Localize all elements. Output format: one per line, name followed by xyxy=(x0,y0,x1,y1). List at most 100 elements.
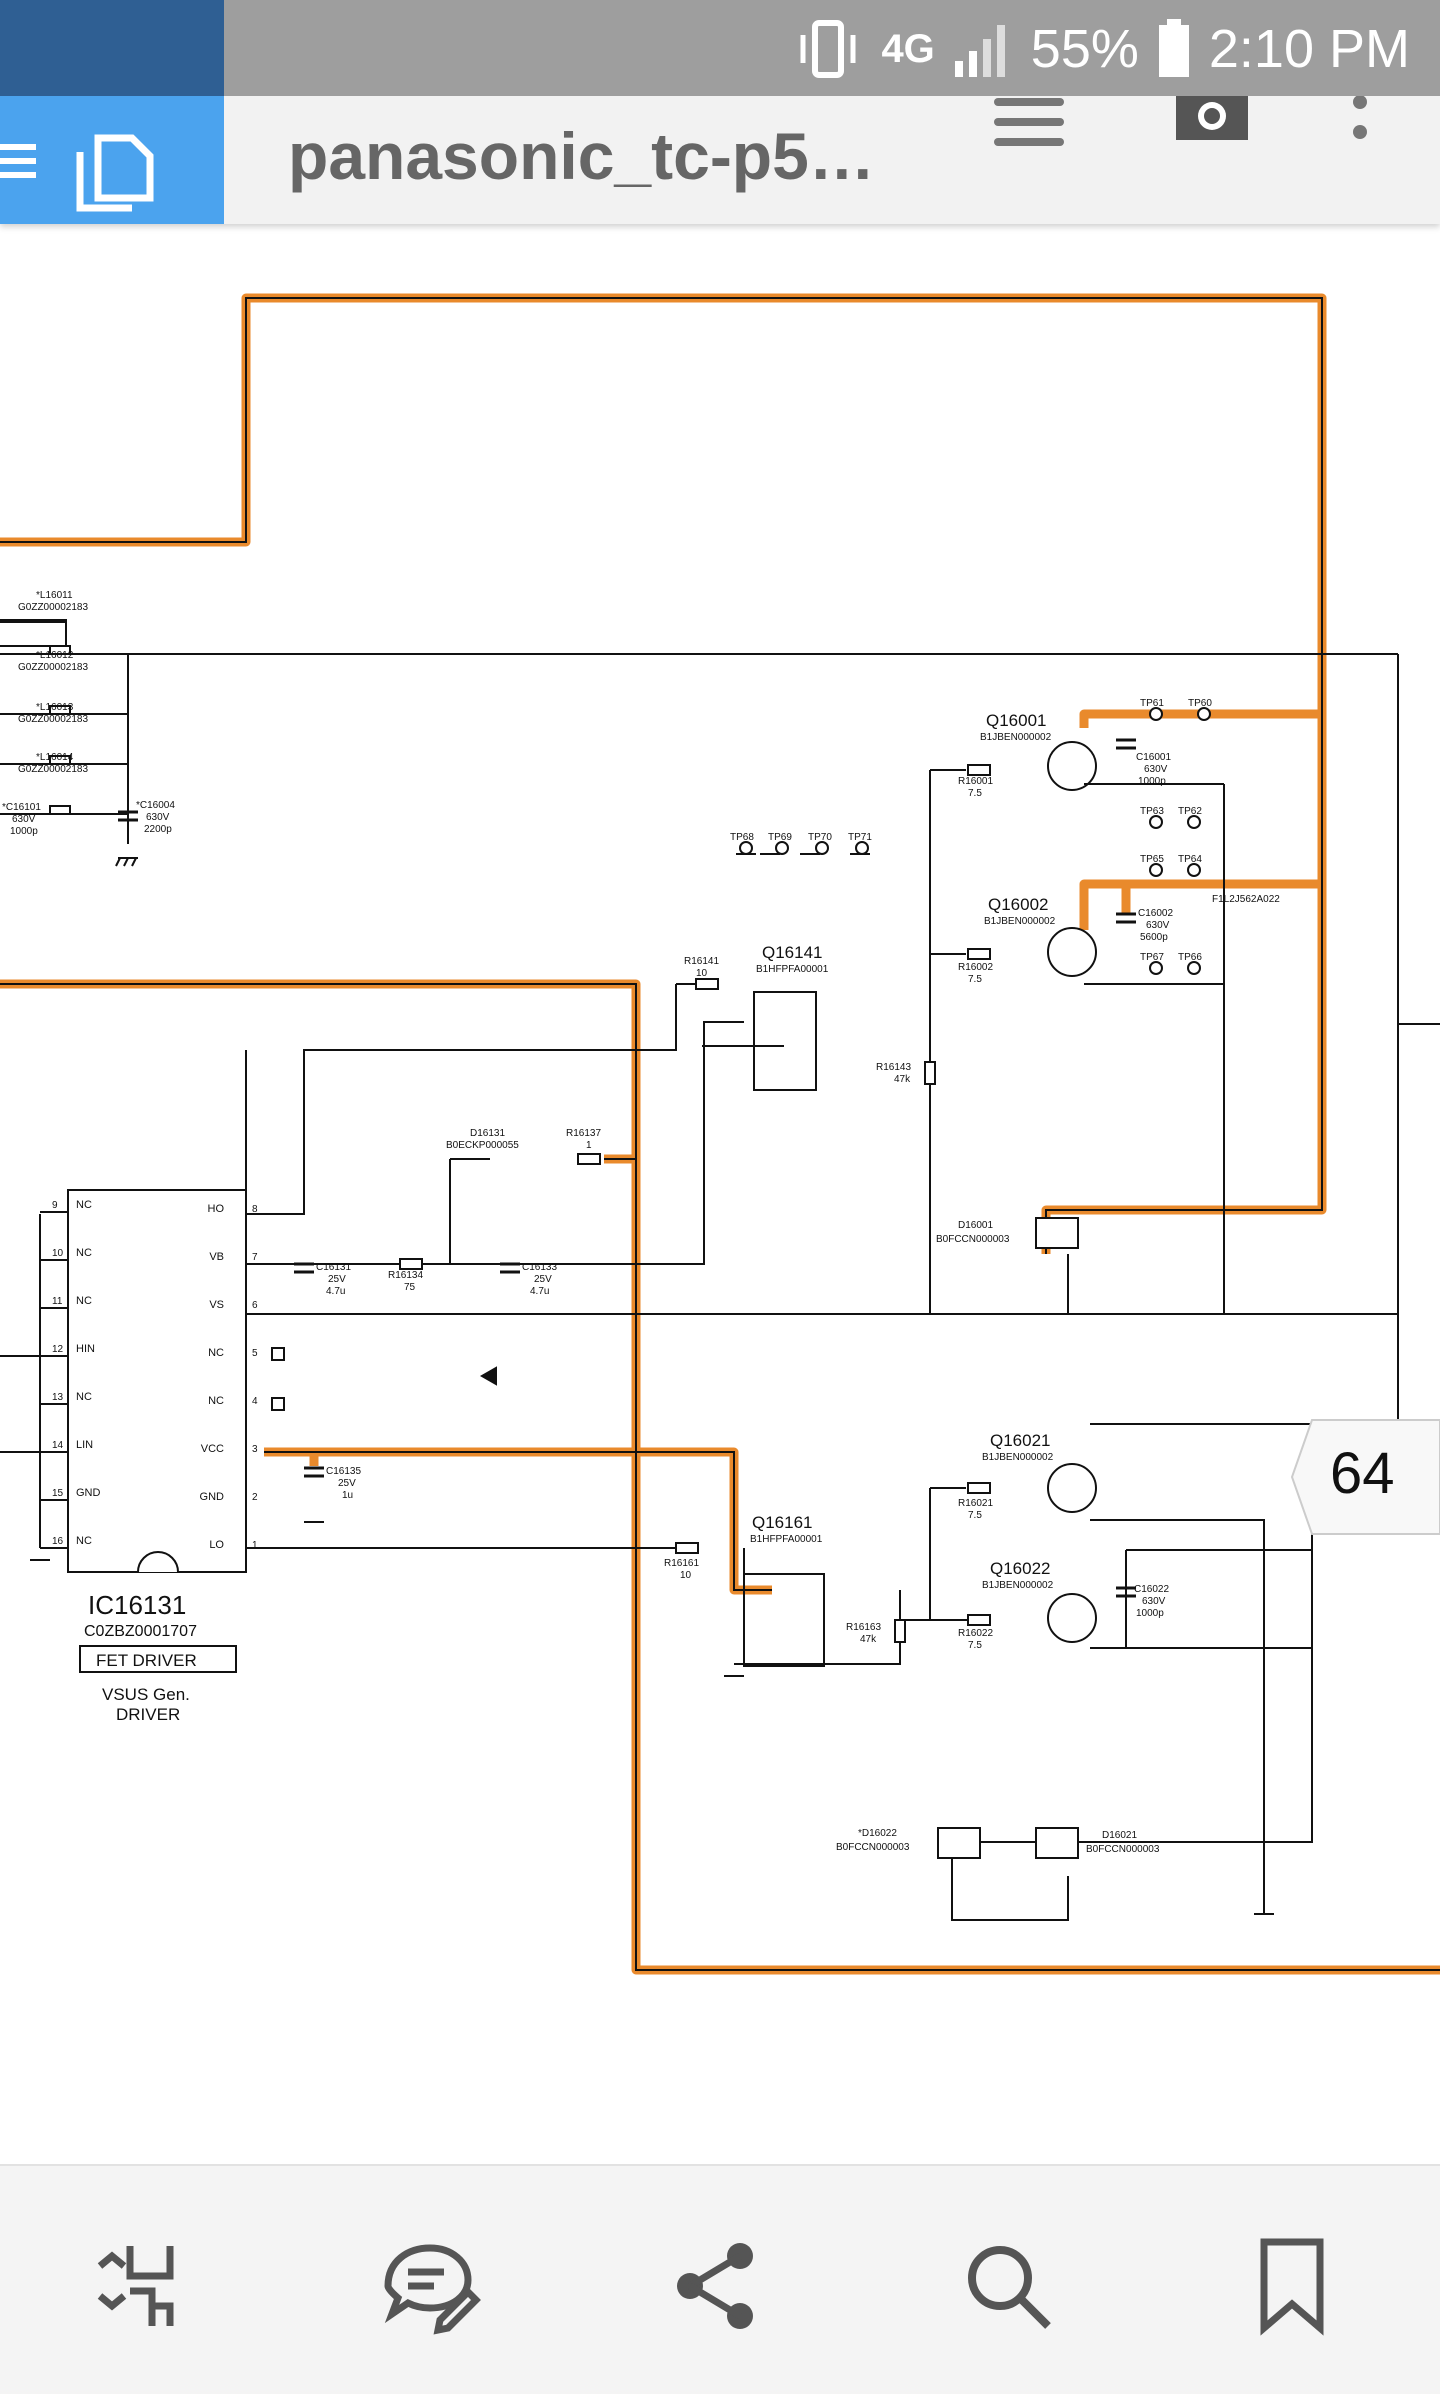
r16021-value: 7.5 xyxy=(968,1510,982,1521)
d16022-part: B0FCCN000003 xyxy=(836,1842,910,1853)
share-button[interactable] xyxy=(656,2226,776,2346)
fuse-part: F1L2J562A022 xyxy=(1212,894,1280,905)
tp66-label: TP66 xyxy=(1178,952,1202,963)
d16021-part: B0FCCN000003 xyxy=(1086,1844,1160,1855)
d16001-part: B0FCCN000003 xyxy=(936,1234,1010,1245)
tp71-label: TP71 xyxy=(848,832,872,843)
camera-icon[interactable] xyxy=(1176,96,1248,140)
diode-symbols xyxy=(479,1217,1079,1859)
c16004-voltage: 630V xyxy=(146,812,170,823)
ic-left-pin-name: LIN xyxy=(76,1439,93,1451)
inductor-l16013-ref: *L16013 xyxy=(36,702,74,713)
page-badge-shape xyxy=(1290,1419,1440,1535)
q16002-ref: Q16002 xyxy=(988,895,1049,914)
r16021-ref: R16021 xyxy=(958,1498,993,1509)
c16101-ref: *C16101 xyxy=(2,802,41,813)
inductor-l16014-ref: *L16014 xyxy=(36,752,74,763)
overflow-menu-icon[interactable] xyxy=(1350,96,1370,156)
vibrate-icon xyxy=(800,20,856,78)
tp68-label: TP68 xyxy=(730,832,754,843)
ic-right-pin-name: VS xyxy=(209,1299,224,1311)
page-number: 64 xyxy=(1330,1441,1395,1506)
c16001-ref: C16001 xyxy=(1136,752,1171,763)
d16021-ref: D16021 xyxy=(1102,1830,1137,1841)
ic-function: FET DRIVER xyxy=(96,1651,197,1670)
bookmark-button[interactable] xyxy=(1232,2226,1352,2346)
ic-left-pin-name: NC xyxy=(76,1199,92,1211)
tp70-label: TP70 xyxy=(808,832,832,843)
clock: 2:10 PM xyxy=(1208,19,1410,79)
capacitor-symbols xyxy=(118,738,1136,1598)
app-bar: panasonic_tc-p5… xyxy=(0,96,1440,224)
r16163-ref: R16163 xyxy=(846,1622,881,1633)
ic-left-pin-number: 16 xyxy=(52,1536,64,1547)
c16101-value: 1000p xyxy=(10,826,38,837)
r16137-value: 1 xyxy=(586,1140,592,1151)
r16161-ref: R16161 xyxy=(664,1558,699,1569)
ic-left-pin-number: 9 xyxy=(52,1200,58,1211)
q16161-part: B1HFPFA00001 xyxy=(750,1534,823,1545)
ic-left-pin-name: NC xyxy=(76,1295,92,1307)
ic-left-pin-name: NC xyxy=(76,1535,92,1547)
ic-left-pin-name: NC xyxy=(76,1247,92,1259)
ic-right-pin-name: NC xyxy=(208,1395,224,1407)
ic-right-pin-number: 6 xyxy=(252,1300,258,1311)
inductor-l16012-ref: *L16012 xyxy=(36,650,74,661)
q16022-part: B1JBEN000002 xyxy=(982,1580,1054,1591)
c16002-voltage: 630V xyxy=(1146,920,1170,931)
c16001-voltage: 630V xyxy=(1144,764,1168,775)
c16131-value: 4.7u xyxy=(326,1286,345,1297)
r16001-value: 7.5 xyxy=(968,788,982,799)
d16131-part: B0ECKP000055 xyxy=(446,1140,519,1151)
inductor-l16011-part: G0ZZ00002183 xyxy=(18,602,88,613)
c16001-value: 1000p xyxy=(1138,776,1166,787)
pages-icon[interactable] xyxy=(72,132,158,212)
signal-icon xyxy=(954,25,1005,77)
list-view-icon[interactable] xyxy=(990,96,1070,156)
document-title: panasonic_tc-p5… xyxy=(288,119,875,193)
r16134-value: 75 xyxy=(404,1282,416,1293)
schematic-labels: *L16011 G0ZZ00002183 *L16012 G0ZZ0000218… xyxy=(2,590,1280,1855)
c16131-ref: C16131 xyxy=(316,1262,351,1273)
c16135-value: 1u xyxy=(342,1490,353,1501)
c16004-ref: *C16004 xyxy=(136,800,175,811)
test-points xyxy=(739,707,1211,975)
tp64-label: TP64 xyxy=(1178,854,1202,865)
q16141-ref: Q16141 xyxy=(762,943,823,962)
r16143-ref: R16143 xyxy=(876,1062,911,1073)
ic-desc-line2: DRIVER xyxy=(116,1705,180,1724)
ic-left-pin-name: NC xyxy=(76,1391,92,1403)
ic-right-pin-name: LO xyxy=(209,1539,224,1551)
ic-left-pin-number: 13 xyxy=(52,1392,64,1403)
r16022-ref: R16022 xyxy=(958,1628,993,1639)
ic-right-pin-number: 3 xyxy=(252,1444,258,1455)
tp67-label: TP67 xyxy=(1140,952,1164,963)
menu-icon[interactable] xyxy=(0,142,40,182)
status-bar-accent xyxy=(0,0,224,96)
page-number-badge[interactable]: 64 xyxy=(1290,1418,1440,1536)
q16161-ref: Q16161 xyxy=(752,1513,813,1532)
ic-right-pin-number: 7 xyxy=(252,1252,258,1263)
tp63-label: TP63 xyxy=(1140,806,1164,817)
ic-body xyxy=(67,1189,285,1673)
ic-left-pin-number: 14 xyxy=(52,1440,64,1451)
ic-right-pin-name: HO xyxy=(208,1203,225,1215)
r16137-ref: R16137 xyxy=(566,1128,601,1139)
annotate-button[interactable] xyxy=(370,2226,490,2346)
c16133-ref: C16133 xyxy=(522,1262,557,1273)
ic-ref: IC16131 xyxy=(88,1590,186,1620)
annotate-icon xyxy=(384,2244,481,2335)
reflow-button[interactable] xyxy=(80,2226,200,2346)
tp62-label: TP62 xyxy=(1178,806,1202,817)
ic-right-pin-number: 1 xyxy=(252,1540,258,1551)
r16141-ref: R16141 xyxy=(684,956,719,967)
tp61-label: TP61 xyxy=(1140,698,1164,709)
status-icons: 4G 55% 2:10 PM xyxy=(793,14,1410,84)
r16163-value: 47k xyxy=(860,1634,877,1645)
search-button[interactable] xyxy=(948,2226,1068,2346)
c16131-voltage: 25V xyxy=(328,1274,346,1285)
c16135-voltage: 25V xyxy=(338,1478,356,1489)
r16002-value: 7.5 xyxy=(968,974,982,985)
